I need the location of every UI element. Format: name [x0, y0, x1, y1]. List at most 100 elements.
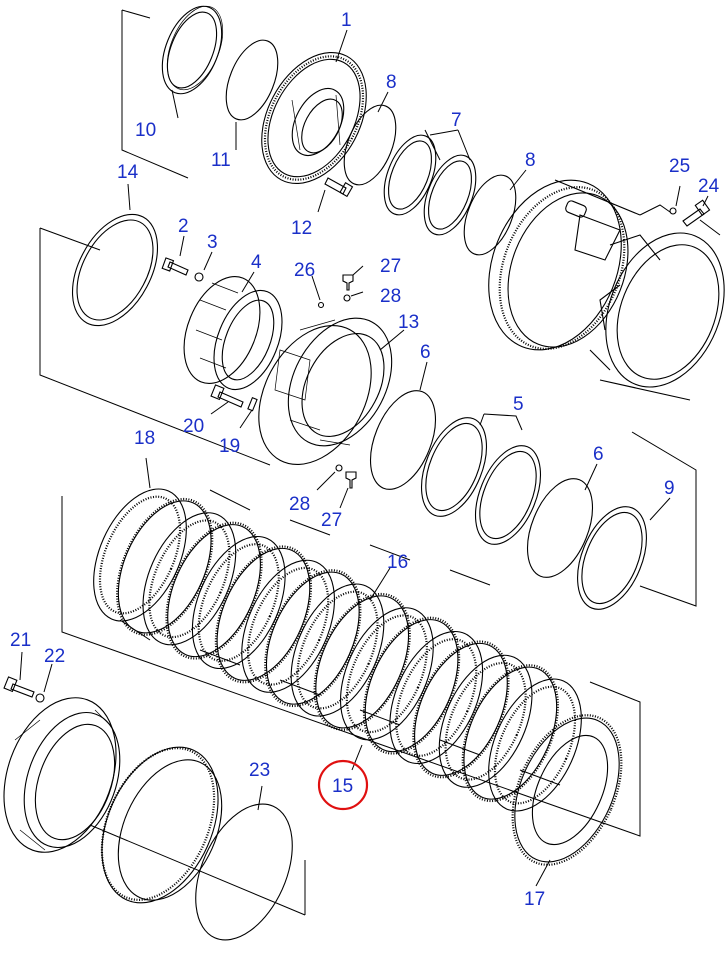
- clutch-disc: [216, 547, 311, 681]
- clutch-disc-teeth: [98, 495, 182, 615]
- label-5[interactable]: 5: [513, 394, 524, 415]
- part-17-separator-plate: [511, 714, 623, 866]
- label-9[interactable]: 9: [664, 478, 675, 499]
- label-17[interactable]: 17: [524, 889, 545, 910]
- clutch-disc-teeth: [197, 543, 280, 662]
- part-25-washer: [669, 207, 677, 215]
- clutch-disc-teeth: [247, 566, 330, 686]
- label-7[interactable]: 7: [451, 110, 462, 131]
- part-8-ring-top: [343, 104, 397, 186]
- label-8-second[interactable]: 8: [525, 150, 536, 171]
- clutch-disc-teeth: [116, 497, 214, 636]
- clutch-disc: [315, 595, 410, 729]
- part-4-bearing-cage: [183, 275, 283, 391]
- clutch-disc: [117, 500, 212, 634]
- part-3-washer: [194, 272, 204, 282]
- part-8-ring-second: [463, 174, 517, 256]
- label-19[interactable]: 19: [219, 436, 240, 457]
- clutch-disc-teeth: [412, 640, 510, 779]
- part-23-o-ring: [195, 803, 293, 941]
- part-27-plug-top: [342, 274, 354, 291]
- clutch-disc-stack: [93, 488, 582, 812]
- clutch-disc: [241, 559, 335, 693]
- clutch-disc: [414, 642, 508, 776]
- label-6-upper[interactable]: 6: [420, 342, 431, 363]
- label-16[interactable]: 16: [387, 552, 408, 573]
- label-28-top[interactable]: 28: [380, 286, 401, 307]
- clutch-disc: [364, 619, 459, 753]
- part-28-o-ring-top: [343, 294, 351, 302]
- part-1-hub-flange: [261, 51, 367, 185]
- clutch-disc-teeth: [493, 685, 577, 805]
- clutch-disc: [438, 654, 533, 788]
- leader-lines: [19, 29, 709, 887]
- part-19-washer: [247, 396, 258, 412]
- clutch-disc: [93, 488, 187, 622]
- label-28-bottom[interactable]: 28: [289, 494, 310, 515]
- part-20-bolt: [210, 384, 244, 408]
- group-outline-top: [121, 9, 189, 179]
- clutch-disc-teeth: [461, 664, 559, 803]
- label-14[interactable]: 14: [117, 162, 139, 183]
- label-21[interactable]: 21: [10, 630, 31, 651]
- part-12-bolt: [324, 177, 354, 198]
- clutch-disc: [142, 512, 237, 646]
- part-26-pin: [317, 301, 325, 309]
- label-3[interactable]: 3: [207, 232, 218, 253]
- part-10-snap-ring: [161, 5, 224, 95]
- part-9-snap-ring: [577, 506, 647, 610]
- group-outline-bottom: [89, 824, 306, 916]
- label-2[interactable]: 2: [178, 216, 189, 237]
- label-20[interactable]: 20: [183, 416, 204, 437]
- label-27-top[interactable]: 27: [380, 256, 401, 277]
- label-12[interactable]: 12: [291, 218, 312, 239]
- clutch-disc: [290, 583, 385, 717]
- label-10[interactable]: 10: [135, 120, 156, 141]
- label-22[interactable]: 22: [44, 646, 65, 667]
- clutch-disc: [167, 524, 261, 658]
- carrier-housing: [488, 179, 725, 401]
- part-27-plug-bottom: [345, 471, 357, 489]
- label-13[interactable]: 13: [398, 312, 419, 333]
- group-outline-right: [631, 431, 697, 607]
- part-labels: 1 2 3 4 5 6 6 7 8 8 9 10 11 12 13 14 15 …: [10, 10, 720, 910]
- clutch-disc: [488, 678, 582, 812]
- label-1[interactable]: 1: [341, 10, 352, 31]
- label-6-lower[interactable]: 6: [593, 444, 604, 465]
- highlight-circle-15: [317, 759, 369, 811]
- part-6-ring-lower: [526, 478, 594, 578]
- clutch-disc-teeth: [148, 519, 231, 639]
- clutch-disc: [191, 535, 286, 670]
- clutch-disc: [389, 630, 484, 765]
- label-4[interactable]: 4: [251, 252, 262, 273]
- clutch-disc: [463, 666, 558, 800]
- label-27-bottom[interactable]: 27: [321, 510, 342, 531]
- part-28-o-ring-bottom: [335, 464, 343, 472]
- clutch-disc-teeth: [362, 616, 461, 755]
- clutch-disc-teeth: [345, 614, 428, 734]
- label-26[interactable]: 26: [294, 260, 315, 281]
- clutch-disc: [265, 571, 360, 705]
- part-2-bolt: [161, 257, 189, 276]
- part-5-seal-rings: [420, 417, 542, 545]
- part-11-o-ring: [225, 39, 279, 121]
- clutch-disc-teeth: [214, 545, 313, 684]
- label-15[interactable]: 15: [332, 776, 353, 797]
- group-outline-middle: [39, 227, 271, 466]
- clutch-disc-teeth: [264, 569, 362, 708]
- label-25[interactable]: 25: [669, 156, 690, 177]
- clutch-disc-teeth: [165, 521, 263, 660]
- label-18[interactable]: 18: [134, 428, 155, 449]
- label-8-top[interactable]: 8: [386, 72, 397, 93]
- part-6-ring-upper: [369, 390, 437, 490]
- clutch-disc-teeth: [296, 590, 379, 710]
- part-7-seal-rings: [383, 134, 477, 236]
- label-24[interactable]: 24: [698, 176, 720, 197]
- part-14-plate: [71, 213, 159, 327]
- part-24-bolt: [682, 199, 711, 227]
- label-11[interactable]: 11: [211, 150, 231, 171]
- clutch-disc-teeth: [313, 592, 411, 731]
- label-23[interactable]: 23: [249, 760, 270, 781]
